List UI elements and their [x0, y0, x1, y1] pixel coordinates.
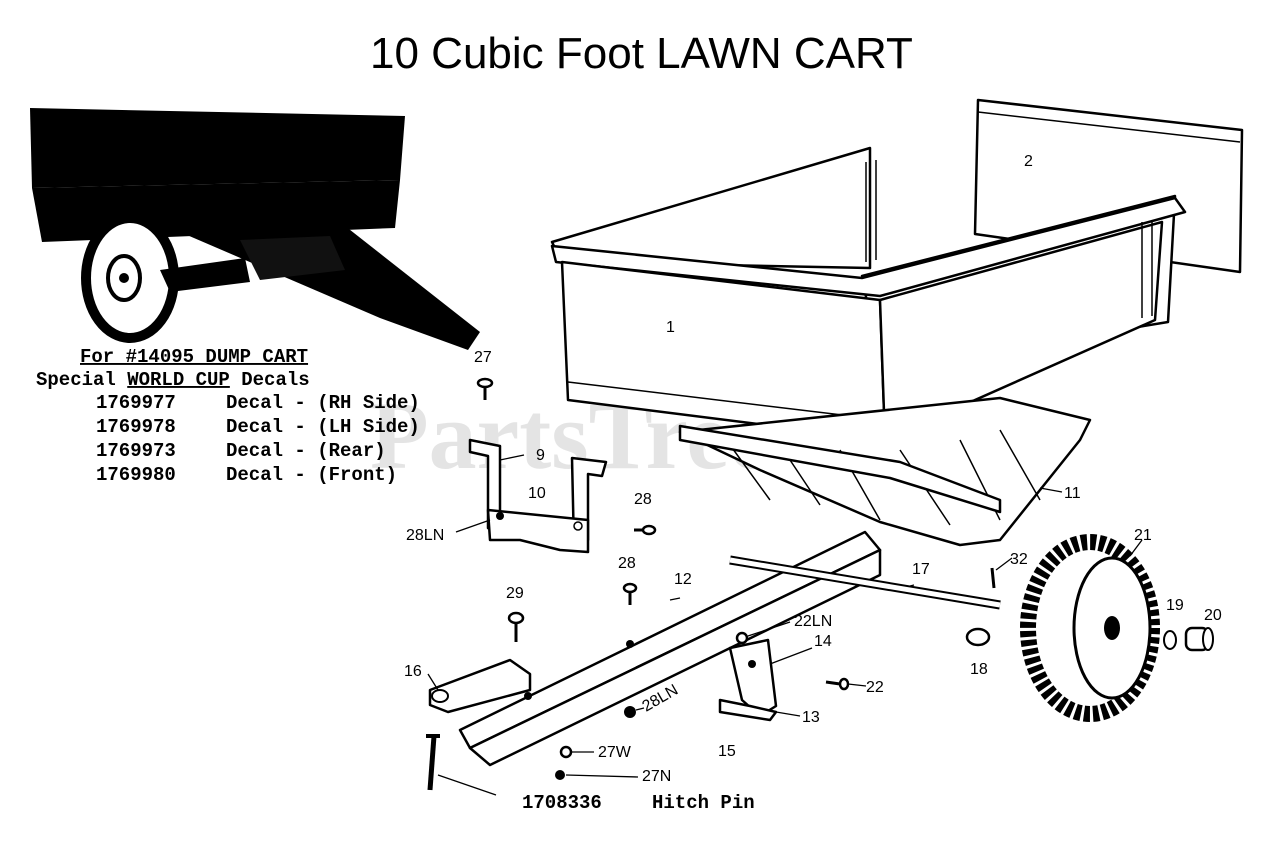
part-19-washer — [1163, 630, 1177, 650]
callout-14: 14 — [814, 633, 832, 650]
callout-11: 11 — [1064, 485, 1081, 502]
callout-1: 1 — [666, 319, 675, 336]
part-21-wheel — [1020, 534, 1160, 722]
callout-19: 19 — [1166, 597, 1184, 614]
part-27-bolt — [476, 377, 494, 400]
decal-note-subheading: Special WORLD CUP Decals — [36, 369, 310, 391]
callout-13: 13 — [802, 709, 820, 726]
dump-cart-illustration — [30, 108, 480, 350]
callout-17: 17 — [912, 561, 930, 578]
part-29-bolt — [507, 611, 525, 642]
callout-10: 10 — [528, 485, 546, 502]
part-27n-nut — [555, 770, 565, 780]
part-14-bracket — [718, 638, 778, 722]
callout-12: 12 — [674, 571, 692, 588]
callout-28: 28 — [618, 555, 636, 572]
part-22-bolt — [825, 677, 850, 691]
callout-18: 18 — [970, 661, 988, 678]
decal-desc: Decal - (Rear) — [226, 440, 386, 462]
part-16-hitch-plate — [428, 658, 532, 714]
callout-28: 28 — [634, 491, 652, 508]
decal-desc: Decal - (Front) — [226, 464, 397, 486]
decal-desc: Decal - (RH Side) — [226, 392, 420, 414]
leader-lines — [427, 454, 1143, 796]
callout-28ln: 28LN — [406, 527, 444, 544]
hitch-pin-desc: Hitch Pin — [652, 792, 755, 814]
callout-21: 21 — [1134, 527, 1152, 544]
callout-22: 22 — [866, 679, 884, 696]
callout-32: 32 — [1010, 551, 1028, 568]
callout-15: 15 — [718, 743, 736, 760]
callout-27: 27 — [474, 349, 492, 366]
hitch-pin — [426, 734, 440, 791]
decal-note-heading: For #14095 DUMP CART — [80, 346, 308, 368]
decal-number: 1769978 — [96, 416, 176, 438]
part-28-bolt — [622, 582, 638, 605]
part-22ln-nut — [735, 631, 749, 645]
decal-note: For #14095 DUMP CART Special WORLD CUP D… — [36, 346, 420, 486]
decal-desc: Decal - (LH Side) — [226, 416, 420, 438]
part-20-cap — [1184, 626, 1214, 652]
part-32-pin — [990, 567, 996, 589]
callout-22ln: 22LN — [794, 613, 832, 630]
diagram-title: 10 Cubic Foot LAWN CART — [370, 29, 913, 78]
part-17-axle — [729, 555, 1001, 610]
part-18-spacer — [965, 627, 991, 647]
part-28ln-nut — [624, 706, 636, 718]
part-11-tub — [678, 396, 1092, 547]
callout-20: 20 — [1204, 607, 1222, 624]
decal-number: 1769977 — [96, 392, 176, 414]
part-10-bracket — [486, 508, 590, 554]
part-12-tongue — [458, 530, 882, 767]
callout-27n: 27N — [642, 768, 671, 785]
callout-9: 9 — [536, 447, 545, 464]
decal-number: 1769980 — [96, 464, 176, 486]
part-28-bolt — [634, 524, 657, 536]
callout-2: 2 — [1024, 153, 1033, 170]
callout-16: 16 — [404, 663, 422, 680]
callout-27w: 27W — [598, 744, 632, 761]
decal-number: 1769973 — [96, 440, 176, 462]
part-27w-washer — [559, 745, 573, 759]
part-1-cart-box — [550, 146, 1187, 442]
hitch-pin-number: 1708336 — [522, 792, 602, 814]
callout-29: 29 — [506, 585, 524, 602]
